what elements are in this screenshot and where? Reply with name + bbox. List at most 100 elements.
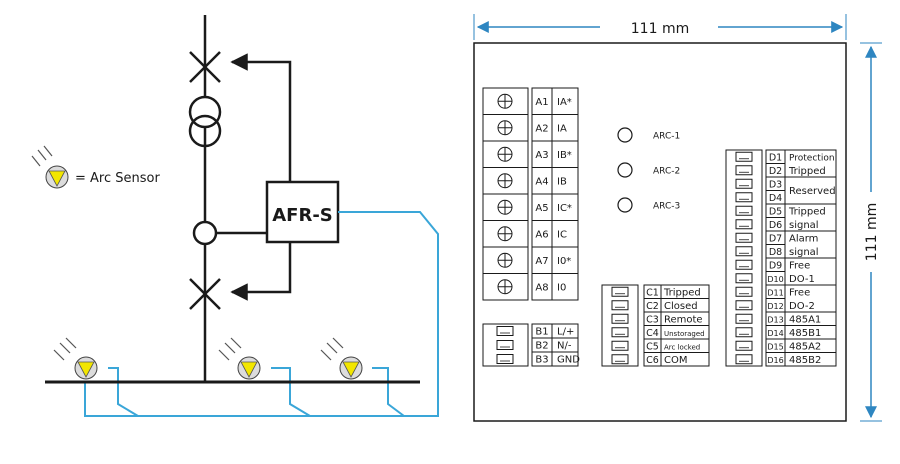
c-terminal-code: C2 [646,301,659,312]
c-terminal-code: C4 [646,328,659,339]
c-terminal-label: Tripped [663,287,701,298]
terminal-slot-icon [735,192,753,203]
arc-sensor-2 [218,337,261,380]
terminal-slot-icon [611,354,629,365]
ct-terminal-label: IC [557,229,567,240]
ct-terminal-code: A2 [535,123,548,134]
arc-port-label: ARC-3 [653,202,680,212]
single-line-diagram: = Arc Sensor AFR-S [31,15,439,417]
c-terminal-label: Remote [664,314,703,325]
ct-terminal-code: A8 [535,282,548,293]
terminal-slot-icon [735,246,753,257]
terminal-slot-icon [611,340,629,351]
ct-terminal-code: A3 [535,150,548,161]
ct-terminal-code: A7 [535,256,548,267]
power-terminal-label: N/- [557,341,572,352]
fiber-optic-lines [84,211,439,417]
terminal-slot-icon [735,327,753,338]
c-terminal-label: Unstoraged [664,330,705,338]
terminal-slot-icon [611,300,629,311]
d-terminal-block: D1D2D3D4D5D6D7D8D9D10D11D12D13D14D15D16P… [725,149,837,367]
afr-s-label: AFR-S [272,205,333,226]
c-terminal-code: C6 [646,355,659,366]
d-terminal-code: D15 [767,342,783,351]
height-dimension: 111 mm [860,42,882,422]
d-terminal-label: signal [789,247,819,258]
d-terminal-label: Free [789,287,810,298]
ct-terminal-label: I0 [557,282,566,293]
transformer-symbol [188,95,222,148]
power-terminal-label: GND [557,355,580,366]
ct-terminal-label: IB [557,176,567,187]
arc-sensor-legend: = Arc Sensor [31,145,160,189]
c-terminal-label: Closed [664,301,698,312]
ct-terminal-code: A6 [535,229,548,240]
width-dimension: 111 mm [473,14,847,40]
ct-terminal-label: IB* [557,150,572,161]
arc-port-icon [617,127,633,143]
upper-trip-line [230,53,292,182]
d-terminal-label: Tripped [788,166,826,177]
upper-breaker-symbol [189,51,221,83]
terminal-slot-icon [735,286,753,297]
d-terminal-label: Free [789,260,810,271]
d-terminal-code: D1 [769,152,782,163]
d-terminal-code: D12 [767,302,783,311]
d-terminal-code: D16 [767,356,783,365]
panel-outline [473,42,847,422]
c-terminal-label: Arc locked [664,343,700,351]
d-terminal-label: 485B2 [789,355,821,366]
ct-terminal-code: A1 [535,97,548,108]
c-terminal-label: COM [664,355,687,366]
lower-trip-line [230,242,292,301]
d-terminal-code: D10 [767,275,783,284]
ct-terminal-code: A4 [535,176,548,187]
d-terminal-label: Protection [789,153,835,163]
ct-terminal-label: IC* [557,203,572,214]
d-terminal-code: D5 [769,206,782,217]
ct-terminal-code: A5 [535,203,548,214]
arc-sensor-1 [53,337,98,380]
power-terminal-code: B3 [535,355,548,366]
terminal-slot-icon [496,354,514,364]
d-terminal-code: D3 [769,179,782,190]
terminal-slot-icon [496,340,514,350]
arc-port-label: ARC-1 [653,132,680,142]
d-terminal-code: D7 [769,233,782,244]
terminal-slot-icon [735,340,753,351]
arc-sensor-legend-label: = Arc Sensor [75,171,160,186]
afr-s-device: AFR-S [265,180,340,244]
c-terminal-code: C3 [646,314,659,325]
d-terminal-label: 485A2 [789,341,821,352]
lower-breaker-symbol [189,278,221,310]
d-terminal-code: D8 [769,247,782,258]
arc-port-icon [617,162,633,178]
c-terminal-code: C5 [646,341,659,352]
d-terminal-code: D6 [769,220,782,231]
d-terminal-code: D14 [767,329,783,338]
ct-terminal-label: IA* [557,97,572,108]
terminal-slot-icon [611,327,629,338]
ct-terminal-label: I0* [557,256,571,267]
d-terminal-label: Reserved [789,186,836,197]
arc-port-icon [617,197,633,213]
d-terminal-label: Alarm [789,233,818,244]
terminal-slot-icon [496,326,514,336]
d-terminal-code: D11 [767,288,783,297]
terminal-slot-icon [735,259,753,270]
terminal-slot-icon [735,151,753,162]
power-terminal-label: L/+ [557,327,574,338]
d-terminal-label: DO-2 [789,301,815,312]
terminal-slot-icon [735,232,753,243]
terminal-slot-icon [735,219,753,230]
height-dimension-label: 111 mm [864,203,880,261]
terminal-slot-icon [735,165,753,176]
terminal-slot-icon [735,205,753,216]
arc-sensor-3 [320,337,363,380]
terminal-slot-icon [611,286,629,297]
